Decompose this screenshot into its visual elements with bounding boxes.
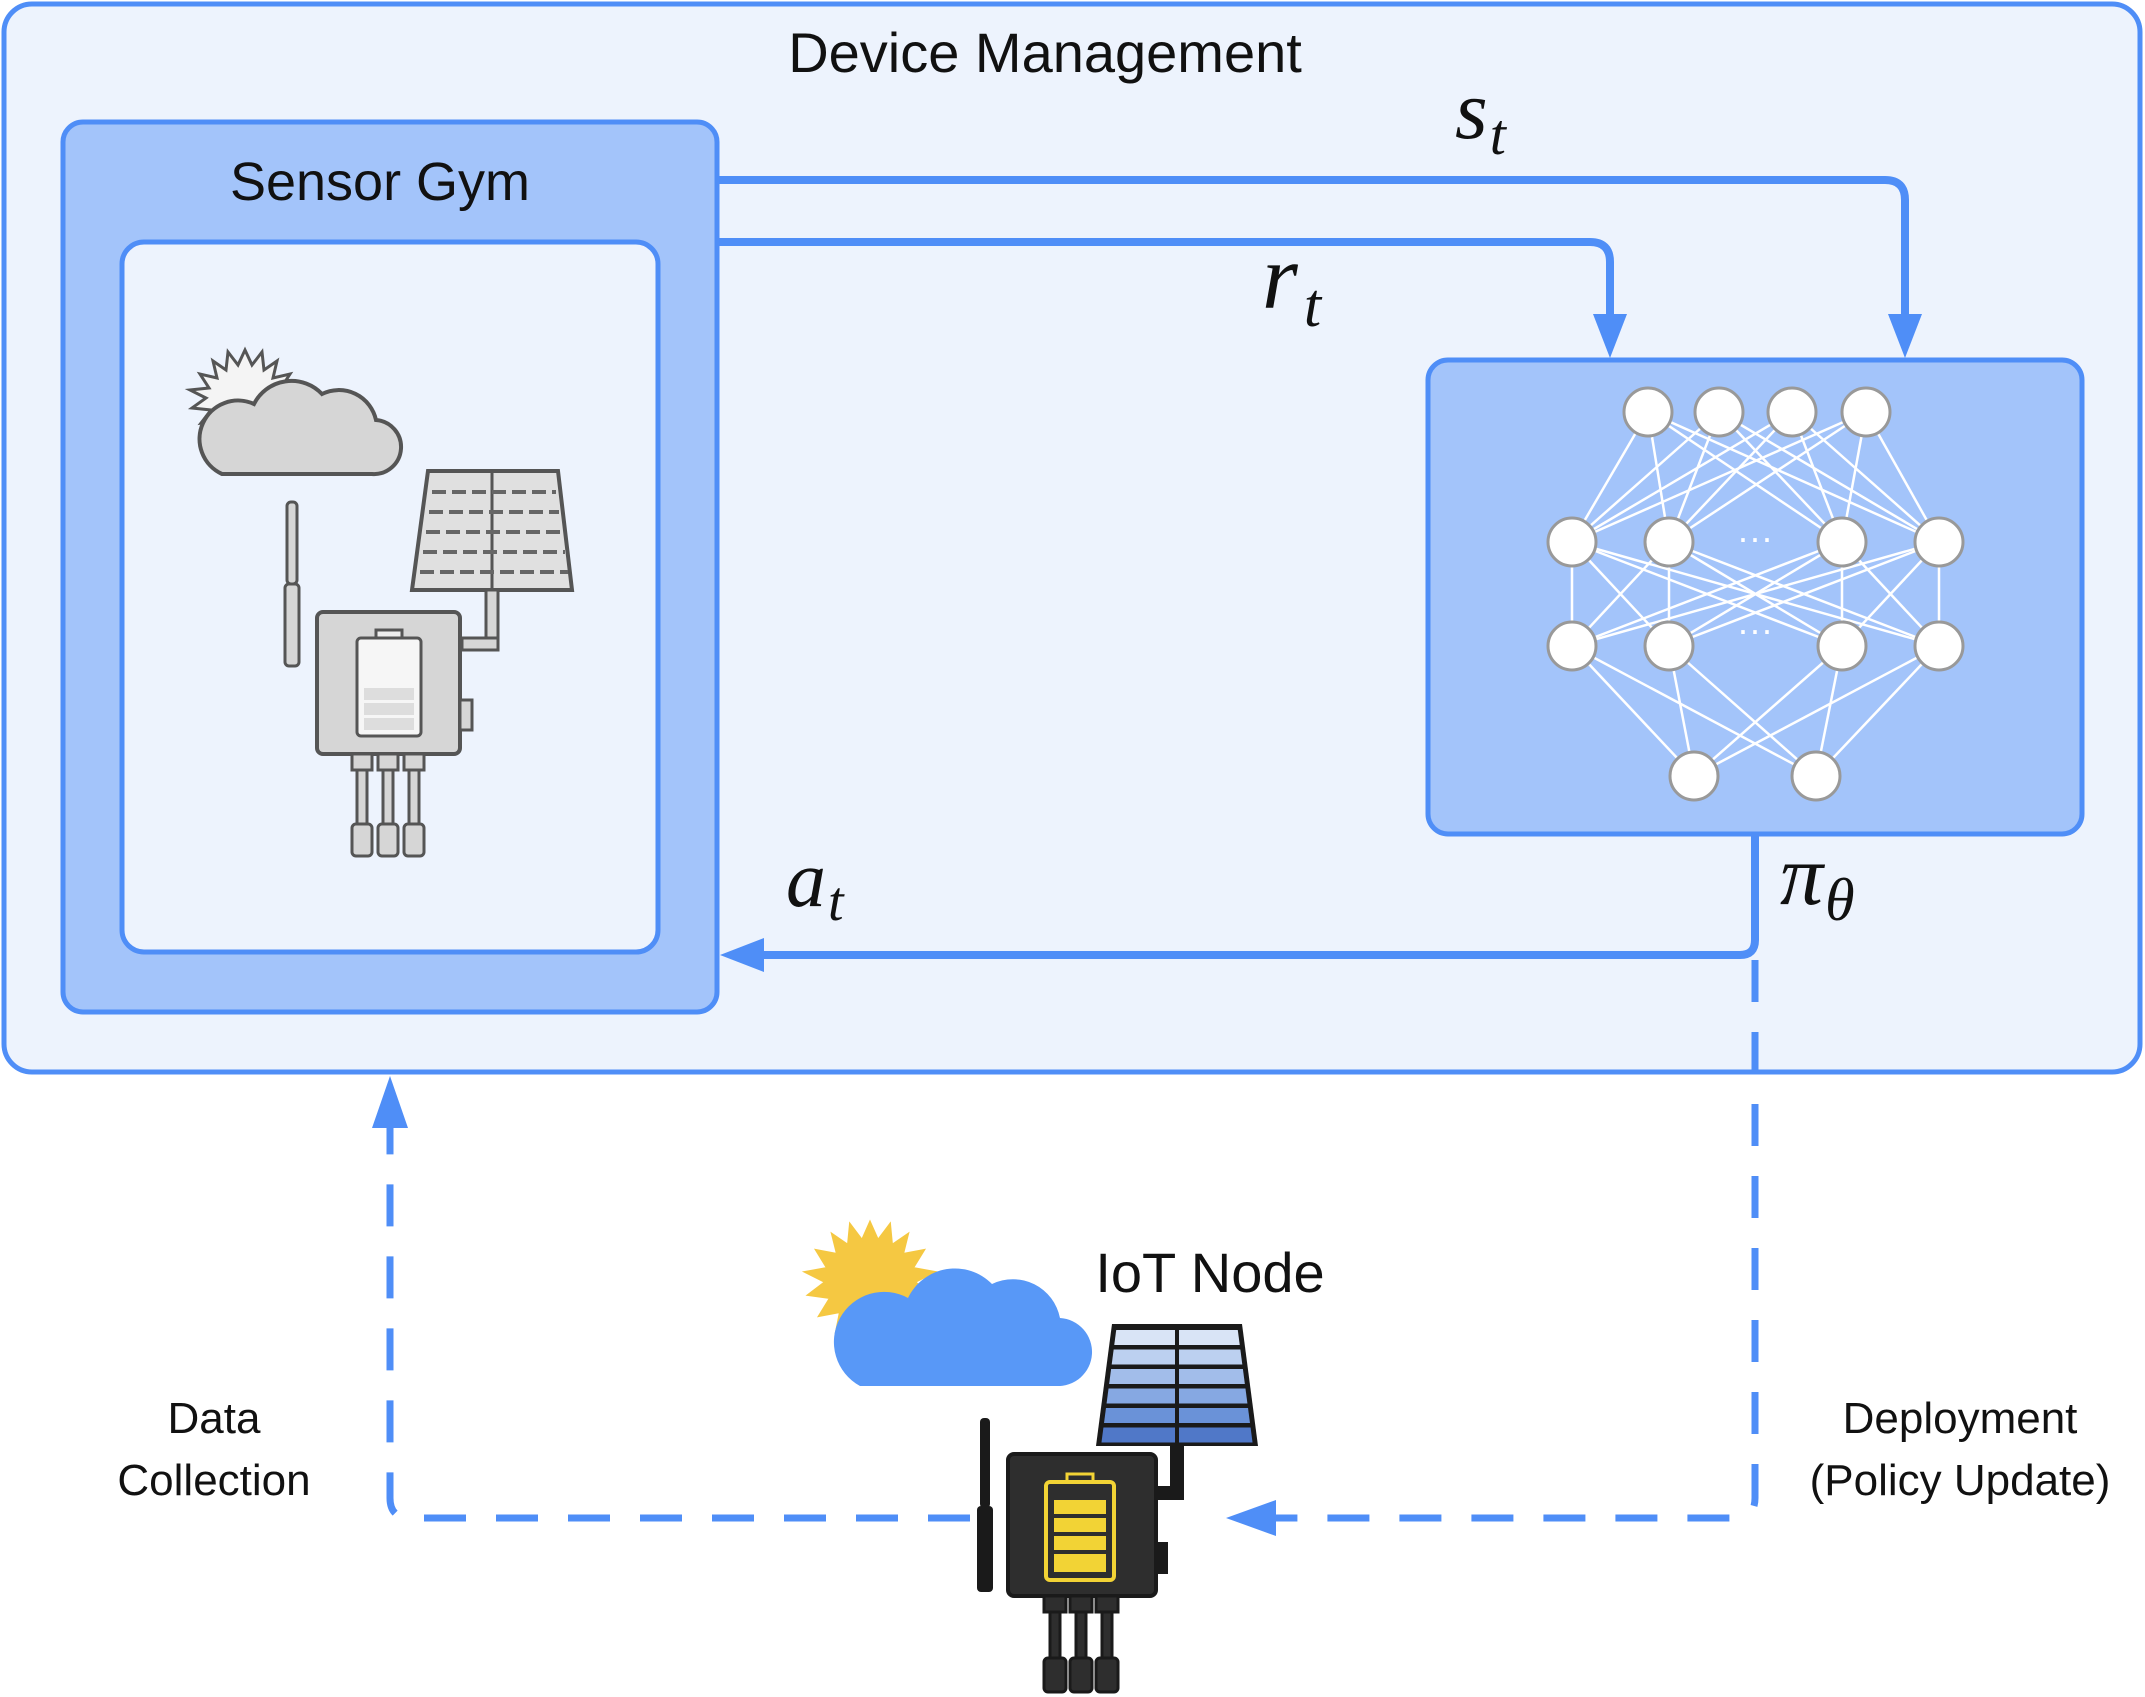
network-edge (1571, 540, 1940, 648)
device-management-title: Device Management (788, 21, 1302, 84)
simulated-iot-device (184, 346, 575, 858)
deployment-label-line1: Deployment (1843, 1394, 2078, 1443)
network-ellipsis-upper: ··· (1737, 517, 1773, 558)
action-arrow (760, 834, 1759, 959)
state-symbol: st (1455, 64, 1508, 167)
network-node (1816, 516, 1868, 568)
network-node (1643, 516, 1695, 568)
deployment-arrow (1270, 960, 1759, 1522)
grey-antenna-icon (283, 500, 301, 668)
neural-network-nodes (1546, 386, 1965, 802)
network-edge (1571, 411, 1720, 543)
network-edge (1693, 644, 1940, 778)
state-arrow (717, 176, 1909, 318)
network-edge (1668, 411, 1793, 543)
deployment-label-line2: (Policy Update) (1810, 1456, 2111, 1505)
reward-arrow-head (1593, 314, 1627, 358)
network-node (1693, 386, 1745, 438)
network-edge (1815, 645, 1940, 777)
data-collection-arrow-head (372, 1076, 408, 1128)
network-edge (1571, 540, 1843, 648)
network-edge (1647, 410, 1940, 544)
svg-text:πθ: πθ (1780, 827, 1855, 933)
iot-node-label: IoT Node (1095, 1241, 1324, 1304)
svg-text:rt: rt (1262, 226, 1323, 340)
reward-symbol: rt (1262, 226, 1323, 340)
network-edge (1571, 644, 1817, 778)
real-iot-device (801, 1219, 1258, 1694)
grey-cloud-icon (197, 378, 403, 477)
network-edge (1693, 645, 1843, 777)
network-node (1546, 620, 1598, 672)
solar-panel-icon (1096, 1324, 1258, 1500)
network-edge (1668, 540, 1940, 648)
cloud-icon (833, 1268, 1093, 1387)
policy-symbol: πθ (1780, 827, 1855, 933)
network-edge (1647, 410, 1843, 544)
network-node (1622, 386, 1674, 438)
network-edge (1571, 410, 1793, 544)
svg-text:at: at (786, 836, 845, 933)
sensor-gym-label: Sensor Gym (230, 152, 530, 212)
grey-sensor-probes (350, 752, 426, 858)
network-node (1643, 620, 1695, 672)
network-node (1766, 386, 1818, 438)
data-collection-label-line2: Collection (117, 1456, 310, 1505)
network-edge (1718, 411, 1843, 543)
network-node (1840, 386, 1892, 438)
network-node (1913, 620, 1965, 672)
network-edge (1571, 645, 1695, 777)
action-arrow-head (720, 938, 764, 972)
deployment-arrow-head (1226, 1500, 1276, 1536)
network-node (1546, 516, 1598, 568)
battery-icon (1044, 1472, 1116, 1582)
antenna-icon (977, 1418, 993, 1592)
data-collection-label-line1: Data (168, 1394, 261, 1443)
svg-text:st: st (1455, 64, 1508, 167)
reward-arrow (717, 238, 1614, 318)
network-edge (1668, 645, 1817, 777)
grey-solar-panel-icon (409, 469, 575, 652)
network-node (1816, 620, 1868, 672)
network-node (1790, 750, 1842, 802)
network-edge (1571, 410, 1867, 544)
network-node (1668, 750, 1720, 802)
network-ellipsis-lower: ··· (1737, 609, 1773, 650)
network-node (1913, 516, 1965, 568)
grey-battery-icon (355, 628, 423, 738)
data-collection-arrow (386, 1120, 970, 1522)
policy-network-box (1425, 357, 2085, 837)
action-symbol: at (786, 836, 845, 933)
sensor-probes (1042, 1594, 1120, 1694)
network-edge (1668, 410, 1867, 544)
state-arrow-head (1888, 314, 1922, 358)
